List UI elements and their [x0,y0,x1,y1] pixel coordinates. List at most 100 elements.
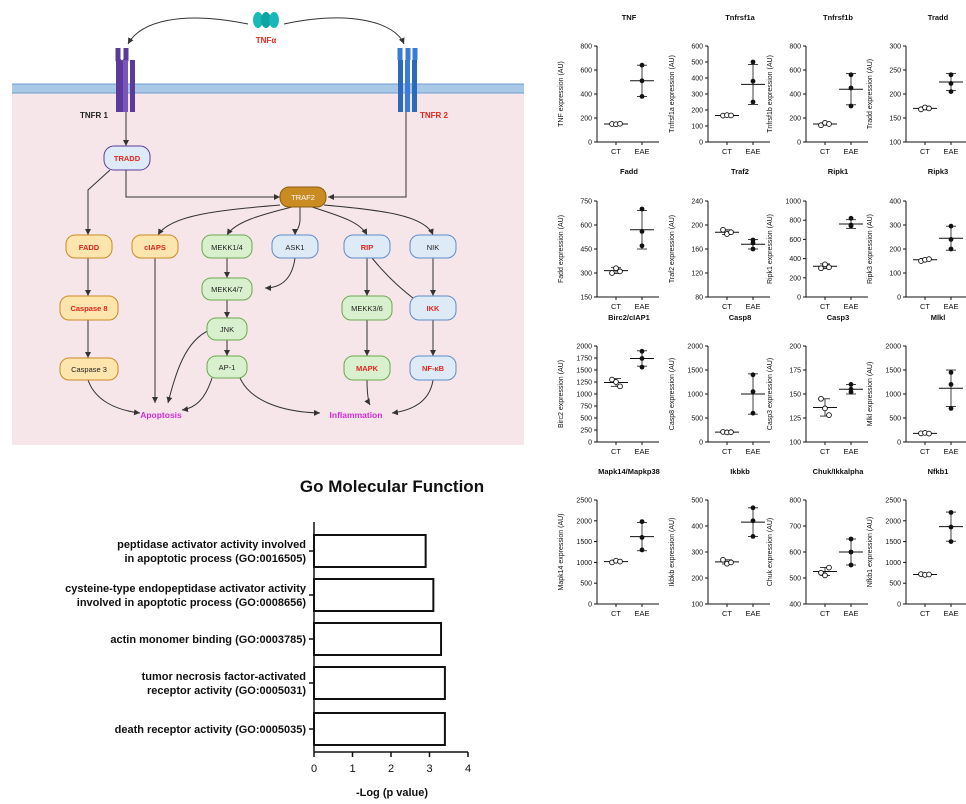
point-ct [617,558,623,565]
tnfr1-label: TNFR 1 [80,111,109,120]
panel-y-tick-label: 1000 [687,392,703,399]
panel-y-tick-label: 250 [889,68,901,75]
node-mekk4-7: MEKK4/7 [201,277,253,301]
node-jnk: JNK [206,317,248,341]
panel-y-tick-label: 600 [580,223,592,230]
panel-y-tick-label: 400 [889,199,901,206]
ligand-arrow-right [283,17,405,45]
go-category-label-line: involved in apoptotic process (GO:000865… [77,597,307,609]
point-ct [926,105,932,112]
panel-x-tick-label: CT [611,609,621,618]
panel-y-tick-label: 450 [580,247,592,254]
panel-y-tick-label: 300 [691,92,703,99]
panel-x-tick-label: CT [722,147,732,156]
panel-y-tick-label: 1750 [576,356,592,363]
go-bar [313,622,443,656]
panel-y-tick-label: 200 [580,116,592,123]
panel-y-tick-label: 750 [580,199,592,206]
panel-y-tick-label: 150 [889,116,901,123]
panel-y-tick-label: 800 [580,44,592,51]
panel-x-tick-label: CT [920,447,930,456]
panel-x-tick-label: CT [820,609,830,618]
cytoplasm-background [12,93,524,445]
panel-y-tick-label: 200 [889,92,901,99]
panel-title: Fadd [620,167,638,176]
panel-y-tick-label: 1500 [576,368,592,375]
point-ct [926,571,932,578]
go-bar [313,578,435,612]
svg-text:FADD: FADD [79,243,100,252]
node-ap1: AP-1 [206,355,248,379]
point-eae [639,243,645,249]
panel-y-tick-label: 1250 [576,380,592,387]
panel-y-tick-label: 0 [797,140,801,147]
panel-y-tick-label: 600 [789,237,801,244]
scatter-panel: Birc2/cIAP102505007501000125015001750200… [558,313,659,456]
panel-y-tick-label: 0 [797,295,801,302]
go-category-label-line: actin monomer binding (GO:0003785) [110,634,306,646]
panel-x-tick-label: EAE [843,302,858,311]
point-eae [750,240,756,246]
panel-y-tick-label: 200 [889,247,901,254]
pathway-diagram: TNFα TNFR 1 TNFR 2 [12,12,524,445]
node-mekk1-4: MEKK1/4 [201,234,253,259]
panel-y-tick-label: 80 [695,295,703,302]
go-x-tick-label: 0 [311,763,317,775]
point-ct [613,379,619,385]
go-category-label: cysteine-type endopeptidase activator ac… [65,583,307,609]
point-eae [750,505,756,511]
panel-x-tick-label: EAE [745,447,760,456]
panel-y-tick-label: 600 [789,68,801,75]
panel-x-tick-label: EAE [634,147,649,156]
point-eae [848,85,854,91]
point-eae [750,410,756,416]
panel-title: Birc2/cIAP1 [608,313,650,322]
scatter-panel: Mapk14/Mapkp3805001000150020002500Mapk14… [558,467,660,618]
point-eae [639,519,645,525]
panel-y-tick-label: 300 [889,223,901,230]
svg-text:AP-1: AP-1 [219,363,236,372]
panel-y-axis-label: Birc2 expression (AU) [558,360,565,428]
panel-x-tick-label: CT [820,302,830,311]
panel-y-axis-label: Chuk expression (AU) [767,518,774,586]
panel-x-tick-label: EAE [634,302,649,311]
node-ask1: ASK1 [271,234,319,259]
panel-y-axis-label: Casp3 expression (AU) [767,358,774,430]
point-ct [826,412,832,418]
node-fadd: FADD [65,234,113,259]
go-bar [313,666,446,700]
panel-y-tick-label: 700 [789,524,801,531]
panel-y-tick-label: 400 [789,256,801,263]
tnfr2-receptor-icon [397,48,418,112]
svg-text:Caspase 3: Caspase 3 [71,365,107,374]
panel-y-tick-label: 200 [789,275,801,282]
panel-title: Ripk1 [828,167,848,176]
node-nik: NIK [409,234,457,259]
go-molecular-function-chart: Go Molecular Function peptidase activato… [65,477,484,799]
point-ct [818,569,824,576]
panel-y-tick-label: 500 [889,581,901,588]
panel-y-tick-label: 600 [789,550,801,557]
panel-x-tick-label: EAE [634,447,649,456]
panel-x-tick-label: CT [920,302,930,311]
panel-y-tick-label: 150 [789,392,801,399]
panel-y-tick-label: 300 [889,44,901,51]
panel-title: Tnfrsf1b [823,13,853,22]
outcome-apoptosis: Apoptosis [140,410,182,420]
go-bar [313,534,427,568]
point-eae [750,78,756,84]
panel-title: TNF [622,13,637,22]
panel-y-tick-label: 400 [691,524,703,531]
point-eae [639,62,645,68]
panel-x-tick-label: EAE [843,447,858,456]
point-ct [822,572,828,579]
svg-text:MEKK3/6: MEKK3/6 [351,304,383,313]
point-ct [728,559,734,566]
go-category-label-line: receptor activity (GO:0005031) [147,685,306,697]
